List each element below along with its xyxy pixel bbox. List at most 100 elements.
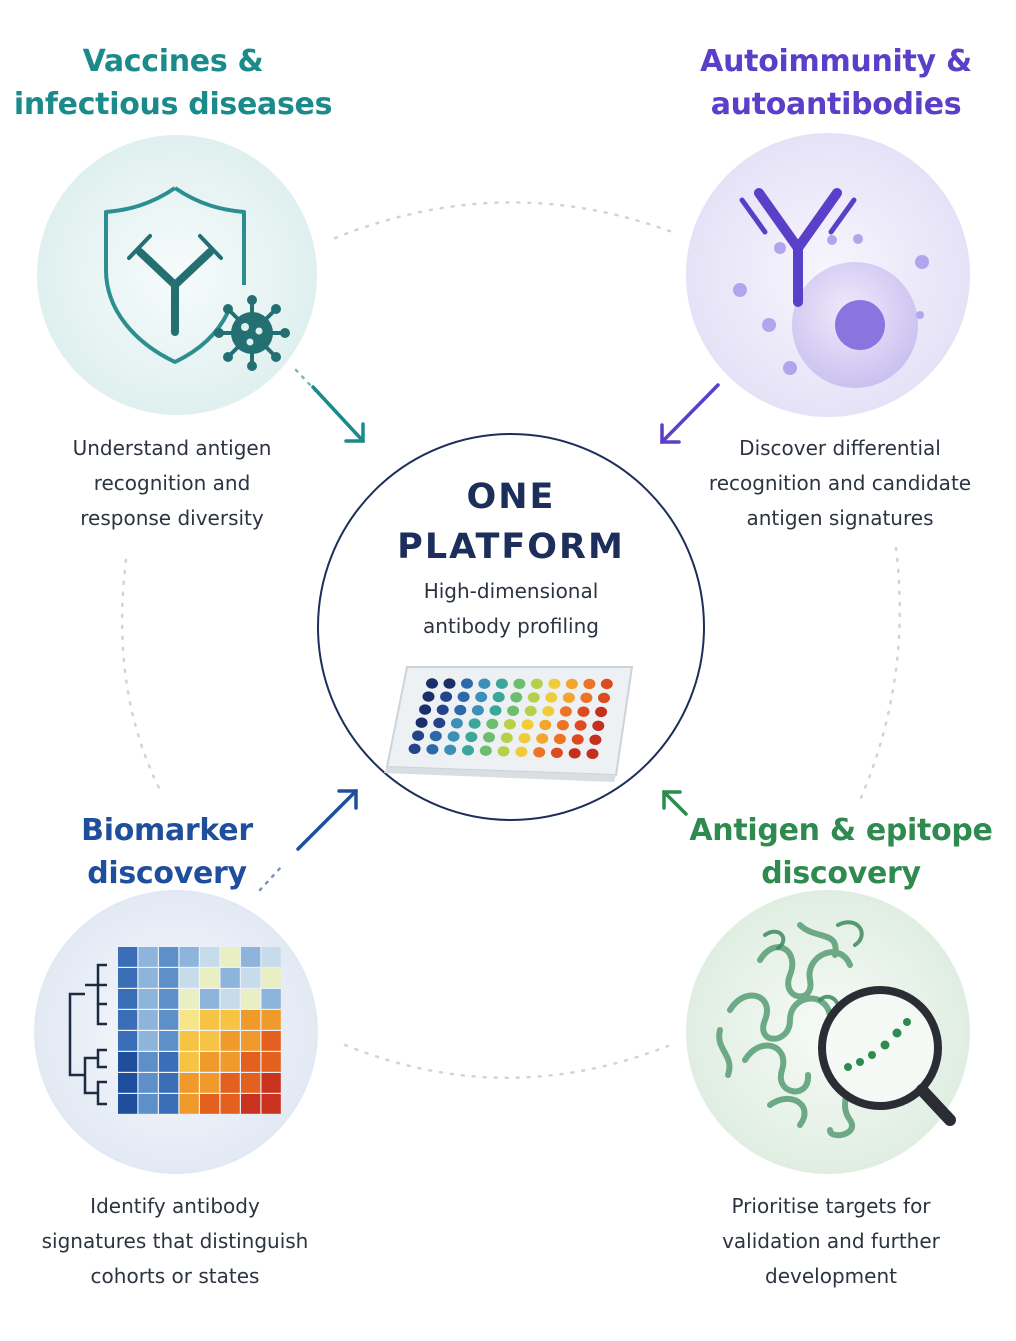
plate-well: [539, 719, 552, 731]
heatmap-cell: [179, 1031, 199, 1051]
heatmap-cell: [261, 1010, 281, 1030]
antibody-cell-icon: [733, 188, 929, 388]
vaccines-desc-line3: response diversity: [80, 506, 264, 530]
heatmap-cell: [179, 1073, 199, 1093]
heatmap-cell: [261, 1052, 281, 1072]
heatmap-cell: [118, 968, 138, 988]
autoimmunity-description: Discover differential recognition and ca…: [684, 431, 996, 536]
heatmap-cell: [220, 1031, 240, 1051]
heatmap-cell: [179, 968, 199, 988]
heatmap-cell: [241, 1052, 261, 1072]
plate-well: [595, 706, 608, 718]
antigen-title-line1: Antigen & epitope: [689, 813, 993, 848]
plate-well: [468, 718, 481, 729]
heatmap-cell: [200, 1031, 220, 1051]
virus-icon: [214, 295, 290, 371]
heatmap-cell: [138, 1052, 158, 1072]
heatmap-cell: [138, 1073, 158, 1093]
autoimmunity-desc-line1: Discover differential: [739, 436, 941, 460]
plate-well: [507, 705, 520, 716]
plate-well: [440, 691, 453, 702]
plate-well: [426, 678, 438, 689]
arrow-autoimmunity-to-center: [660, 383, 720, 444]
heatmap-cell: [241, 947, 261, 967]
biomarker-title: Biomarker discovery: [40, 809, 294, 895]
heatmap-cell: [200, 989, 220, 1009]
plate-well: [524, 705, 537, 717]
plate-well: [586, 748, 599, 759]
shield-antibody-virus-icon: [104, 186, 290, 371]
biomarker-desc-line2: signatures that distinguish: [41, 1229, 309, 1253]
vaccines-title: Vaccines & infectious diseases: [0, 40, 346, 126]
plate-well: [408, 743, 421, 754]
heatmap-cell: [159, 968, 179, 988]
dendrogram: [68, 963, 107, 1106]
plate-well: [429, 730, 442, 742]
heatmap-cell: [159, 1073, 179, 1093]
heatmap-cell: [200, 1052, 220, 1072]
heatmap-cell: [200, 968, 220, 988]
antigen-title-line2: discovery: [761, 856, 921, 891]
plate-well: [521, 719, 534, 730]
heatmap-cell: [179, 947, 199, 967]
heatmap-cell: [200, 947, 220, 967]
heatmap-cell: [159, 947, 179, 967]
heatmap-cell: [261, 989, 281, 1009]
vaccines-icon-circle: [37, 135, 317, 415]
heatmap-cell: [138, 1031, 158, 1051]
plate-well: [565, 678, 578, 690]
heatmap-cell: [118, 1094, 138, 1114]
arrow-vaccines-to-center: [294, 368, 365, 443]
plate-well: [574, 720, 587, 731]
plate-well: [600, 678, 613, 690]
plate-well: [465, 731, 478, 743]
heatmap-cell: [241, 989, 261, 1009]
plate-well: [598, 692, 610, 704]
heatmap-cell: [220, 947, 240, 967]
biomarker-title-line1: Biomarker: [81, 813, 253, 848]
plate-well: [559, 706, 572, 717]
heatmap-cell: [261, 968, 281, 988]
heatmap-cell: [241, 1031, 261, 1051]
heatmap-cell: [261, 1031, 281, 1051]
vaccines-desc-line1: Understand antigen: [72, 436, 272, 460]
autoimmunity-desc-line2: recognition and candidate: [708, 471, 972, 495]
plate-well: [542, 706, 555, 717]
plate-well: [589, 734, 602, 745]
vaccines-desc-line2: recognition and: [93, 471, 251, 495]
autoimmunity-title: Autoimmunity & autoantibodies: [666, 40, 1006, 126]
biomarker-description: Identify antibody signatures that distin…: [20, 1189, 330, 1294]
antigen-desc-line2: validation and further: [722, 1229, 940, 1253]
antigen-desc-line3: development: [765, 1264, 897, 1288]
plate-well: [415, 717, 428, 728]
heatmap-cell: [138, 947, 158, 967]
plate-well: [447, 731, 460, 742]
plate-well: [471, 705, 484, 716]
heatmap-cell: [138, 1010, 158, 1030]
antigen-description: Prioritise targets for validation and fu…: [684, 1189, 978, 1294]
microplate-icon: [384, 666, 634, 782]
heatmap-cell: [241, 1010, 261, 1030]
biomarker-desc-line3: cohorts or states: [90, 1264, 260, 1288]
plate-well: [422, 691, 435, 702]
heatmap-cell: [200, 1010, 220, 1030]
heatmap-cell: [200, 1094, 220, 1114]
platform-title-line2: PLATFORM: [397, 527, 625, 567]
heatmap-cell: [220, 968, 240, 988]
heatmap-cell: [220, 989, 240, 1009]
plate-well: [461, 678, 473, 689]
plate-well: [583, 678, 596, 690]
heatmap-cell: [159, 1094, 179, 1114]
protein-magnifier-icon: [716, 920, 956, 1139]
heatmap-cell: [138, 968, 158, 988]
heatmap-cell: [179, 1094, 199, 1114]
platform-title-line1: ONE: [466, 477, 556, 517]
plate-well: [475, 691, 488, 703]
plate-well: [457, 691, 470, 702]
heatmap-cell: [159, 1052, 179, 1072]
antigen-desc-line1: Prioritise targets for: [731, 1194, 931, 1218]
arrow-antigen-to-center: [662, 790, 688, 816]
antigen-title: Antigen & epitope discovery: [686, 809, 996, 895]
plate-well: [548, 678, 561, 689]
platform-subtitle-line2: antibody profiling: [423, 614, 599, 638]
